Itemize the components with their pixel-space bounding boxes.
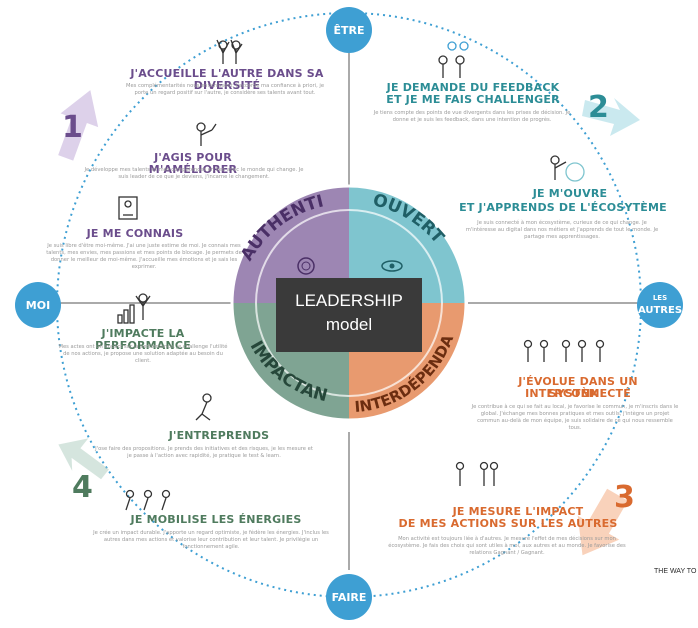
node-autres-label-2: AUTRES [638,305,682,316]
heading-connais: JE ME CONNAIS [86,227,184,240]
node-moi-label: MOI [26,299,50,312]
heading-agis: J'AGIS POUR M'AMÉLIORER [148,151,238,176]
step-number-4: 4 [72,470,93,505]
node-faire [326,574,372,620]
eye-icon-pupil [389,263,395,269]
node-etre [326,7,372,53]
text-accueille: Mes complémentarités nous enrichissent. … [125,83,325,96]
overlay-title: LEADERSHIP [295,291,403,310]
feedback-people-icon [438,41,469,78]
text-ouvre: Je suis connecté à mon écosystème, curie… [465,220,659,240]
heading-feedback-1: JE DEMANDE DU FEEDBACK [386,81,560,94]
heading-mobilise: JE MOBILISE LES ÉNERGIES [130,513,302,526]
relay-runners-icon [125,489,171,511]
impact-people-icon [455,461,499,486]
heading-mesure-1: JE MESURE L'IMPACT [452,505,584,518]
eye-icon [381,260,403,272]
node-etre-label: ÊTRE [333,24,364,37]
node-autres-label-1: LES [653,294,667,302]
heading-accueille: J'ACCUEILLE L'AUTRE DANS SA DIVERSITÉ [130,67,324,92]
step-number-1: 1 [62,110,83,145]
text-agis: Je développe mes talents et mes compéten… [84,167,304,180]
group-people-icon [523,339,605,362]
text-entreprends: J'ose faire des propositions. Je prends … [95,446,313,459]
hands-up-people-icon [216,39,243,64]
node-autres [637,282,683,328]
heading-performance: J'IMPACTE LA PERFORMANCE [95,327,191,352]
person-growth-icon [196,122,217,146]
arrow-2-icon [582,98,640,136]
text-connais: Je suis libre d'être moi-même. J'ai une … [46,243,242,270]
fingerprint-icon [297,257,315,275]
arrow-1-icon [58,90,99,161]
label-authentique: AUTHENTIQUE [0,0,326,265]
heading-mesure-2: DE MES ACTIONS SUR LES AUTRES [398,517,618,530]
text-performance: Mes actes ont un impact sur la performan… [58,344,228,364]
heading-evolue-2: INTERCONNECTÉ [525,387,631,400]
leadership-model-overlay: LEADERSHIP model [276,278,422,352]
heading-entreprends: J'ENTREPRENDS [168,429,270,442]
step-number-2: 2 [588,90,609,125]
node-faire-label: FAIRE [332,591,367,604]
performance-bars-icon [117,293,151,324]
running-person-icon [195,393,212,421]
step-number-3: 3 [614,480,635,515]
self-portrait-icon [118,196,138,220]
text-mobilise: Je crée un impact durable. J'apporte un … [93,530,329,550]
heading-ouvre-1: JE M'OUVRE [532,187,608,200]
fingerprint-icon-inner [301,261,311,271]
text-mesure: Mon activité est toujours liée à d'autre… [388,536,626,556]
text-feedback: Je tiens compte des points de vue diverg… [373,110,571,123]
overlay-subtitle: model [325,315,373,334]
node-moi [15,282,61,328]
inner-ring [255,209,443,397]
heading-evolue-1: J'ÉVOLUE DANS UN SYSTÈME [518,375,638,400]
arrow-3-icon [577,488,628,556]
tree-person-icon [550,155,585,182]
outer-ring [230,184,468,422]
text-evolue: Je contribue à ce qui se fait au local, … [471,404,679,431]
heading-ouvre-2: ET J'APPRENDS DE L'ÉCOSYTÈME [459,201,667,214]
arrow-4-icon [58,438,109,480]
heading-feedback-2: ET JE ME FAIS CHALLENGER [386,93,560,106]
side-text: THE WAY TO [654,568,697,575]
